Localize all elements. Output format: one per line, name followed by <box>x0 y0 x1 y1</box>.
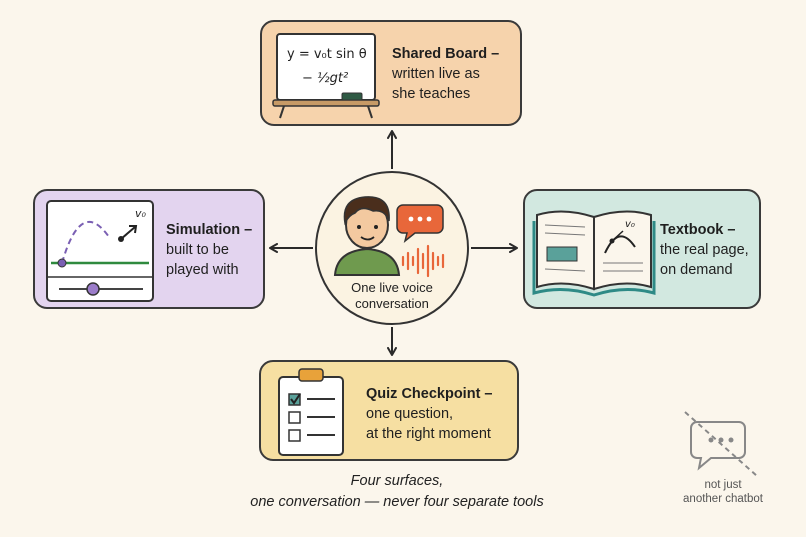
simulation-icon: v₀ <box>46 200 154 302</box>
book-velocity-label: v₀ <box>625 219 635 230</box>
student-avatar <box>333 196 401 276</box>
textbook-title: Textbook – <box>660 222 736 238</box>
caption-line1: Four surfaces, <box>350 473 444 489</box>
board-line3: she teaches <box>392 86 471 102</box>
open-book-icon: v₀ <box>532 210 656 297</box>
checkbox-unchecked <box>288 429 301 442</box>
sim-velocity-label: v₀ <box>135 207 147 220</box>
caption-line2: one conversation — never four separate t… <box>250 494 544 510</box>
board-line2: written live as <box>392 66 480 82</box>
quiz-checkpoint-card: Quiz Checkpoint – one question, at the r… <box>259 360 519 461</box>
simulation-title: Simulation – <box>166 222 253 238</box>
simulation-card: v₀ Simulation – built to be played with <box>33 189 265 309</box>
whiteboard-icon: y = v₀t sin θ − ½gt² <box>272 33 380 119</box>
sound-wave-icon <box>401 244 445 278</box>
hub-label-line2: conversation <box>355 296 429 311</box>
clipboard-checklist-icon <box>278 368 344 456</box>
quiz-title: Quiz Checkpoint – <box>366 386 493 402</box>
crossed-chatbot-icon <box>684 411 758 477</box>
quiz-line2: one question, <box>366 406 454 422</box>
hub-illustration <box>333 196 445 278</box>
chat-bubble-icon <box>396 204 444 243</box>
textbook-line2: the real page, <box>660 242 749 258</box>
hub-label-line1: One live voice <box>351 280 433 295</box>
launch-point <box>57 258 67 268</box>
hub-label: One live voice conversation <box>315 280 469 312</box>
simulation-line2: built to be <box>166 242 229 258</box>
simulation-line3: played with <box>166 262 239 278</box>
checkbox-checked <box>288 393 301 406</box>
diagram-caption: Four surfaces, one conversation — never … <box>200 471 594 513</box>
textbook-line3: on demand <box>660 262 733 278</box>
board-formula-line2: − ½gt² <box>302 71 348 86</box>
board-formula-line1: y = v₀t sin θ <box>287 47 367 62</box>
not-chatbot-line2: another chatbot <box>683 493 763 505</box>
not-chatbot-line1: not just <box>704 479 742 491</box>
trajectory-path <box>61 220 110 264</box>
board-title: Shared Board – <box>392 46 500 62</box>
quiz-line3: at the right moment <box>366 426 491 442</box>
textbook-card: v₀ Textbook – the real page, on demand <box>523 189 761 309</box>
slider-handle[interactable] <box>86 282 100 296</box>
voice-conversation-hub <box>315 171 469 325</box>
shared-board-card: y = v₀t sin θ − ½gt² Shared Board – writ… <box>260 20 522 126</box>
checkbox-unchecked <box>288 411 301 424</box>
not-chatbot-label: not just another chatbot <box>664 478 782 506</box>
